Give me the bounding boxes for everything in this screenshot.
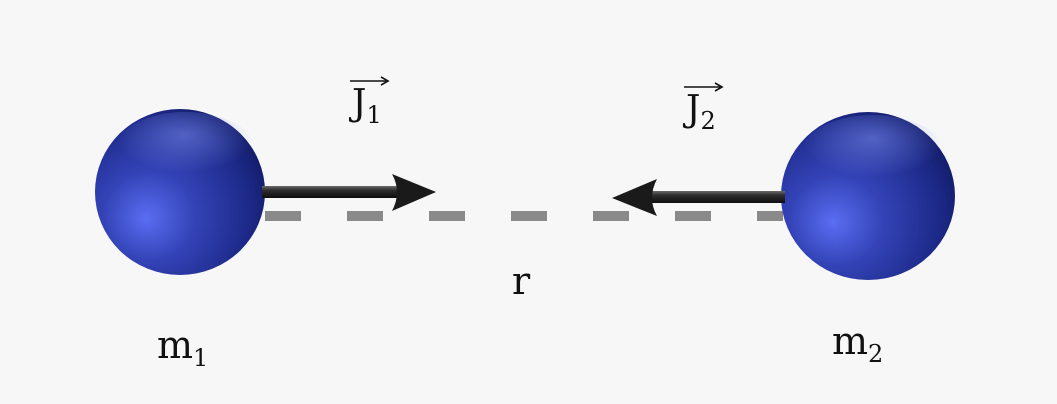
mass-2-symbol: m <box>832 319 869 363</box>
mass-2-subscript: 2 <box>868 340 884 368</box>
vector-2-label: J2 <box>684 82 724 133</box>
vector-2-arrow <box>612 179 785 216</box>
mass-1-label: m1 <box>157 323 208 370</box>
vector-1-label: J1 <box>350 76 390 127</box>
separation-label: r <box>512 262 530 300</box>
mass-1-subscript: 1 <box>193 344 209 372</box>
mass-1-sphere <box>95 109 265 275</box>
vector-1-subscript: 1 <box>366 101 382 129</box>
vector-arrow-accent-icon <box>350 76 390 86</box>
mass-1-symbol: m <box>157 323 194 367</box>
vector-1-arrow <box>262 174 436 211</box>
separation-symbol: r <box>512 259 531 303</box>
vector-arrow-accent-icon <box>684 82 724 92</box>
mass-2-label: m2 <box>832 319 883 366</box>
vector-2-subscript: 2 <box>700 107 716 135</box>
mass-2-sphere <box>781 112 955 280</box>
vector-2-symbol: J <box>686 89 701 130</box>
vector-1-symbol: J <box>352 83 367 124</box>
